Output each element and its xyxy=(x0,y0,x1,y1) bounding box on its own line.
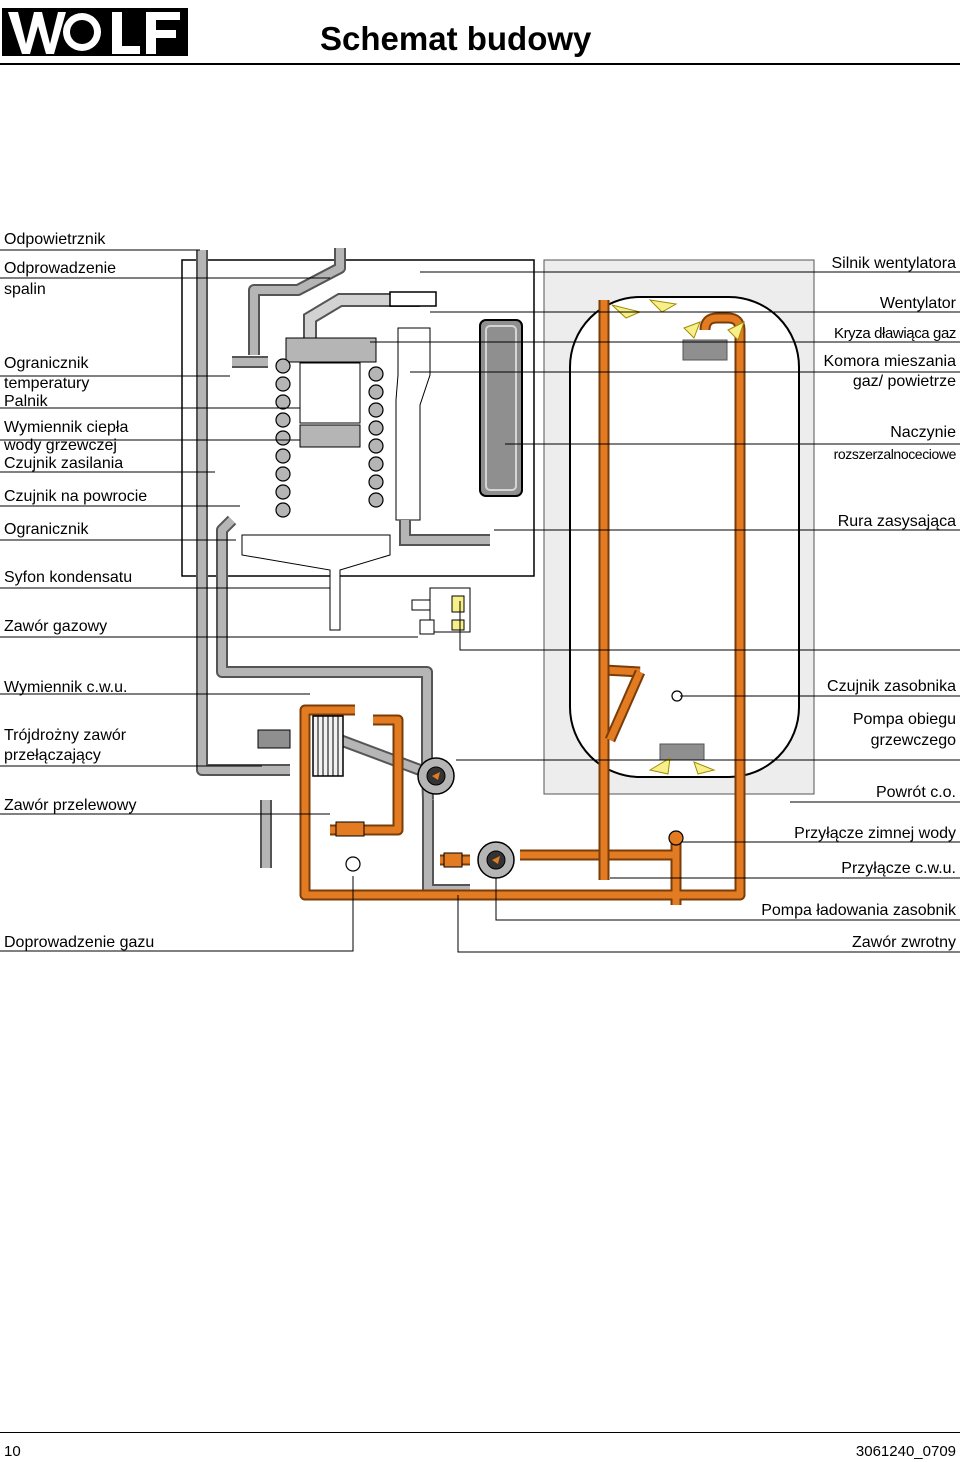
label-pompa-obiegu: Pompa obiegu xyxy=(852,711,956,728)
footer-divider xyxy=(0,1432,960,1433)
label-czujnik-zasobnika: Czujnik zasobnika xyxy=(827,678,956,695)
label-gaz-powietrze: gaz/ powietrze xyxy=(852,373,956,390)
label-wymiennik-cwu: Wymiennik c.w.u. xyxy=(4,679,128,696)
fan xyxy=(389,291,437,307)
condensate-funnel xyxy=(241,534,391,631)
label-przylacze-cwu: Przyłącze c.w.u. xyxy=(841,860,956,877)
label-trojdrozny: Trójdrożny zawór xyxy=(4,727,127,744)
label-czujnik-na-powrocie: Czujnik na powrocie xyxy=(4,488,148,505)
label-ogranicznik-2: Ogranicznik xyxy=(4,521,89,538)
label-palnik: Palnik xyxy=(4,393,48,410)
label-powrot-co: Powrót c.o. xyxy=(875,784,956,801)
label-spalin: spalin xyxy=(4,281,46,298)
label-odpowietrznik: Odpowietrznik xyxy=(4,231,106,248)
check-valve xyxy=(668,830,684,846)
label-doprowadzenie-gazu: Doprowadzenie gazu xyxy=(4,934,155,951)
heating-pump xyxy=(417,757,455,795)
label-zawor-przelewowy: Zawór przelewowy xyxy=(4,797,137,814)
label-zawor-gazowy: Zawór gazowy xyxy=(4,618,108,635)
label-naczynie: Naczynie xyxy=(890,424,956,441)
wolf-logo xyxy=(2,8,188,56)
label-komora-mieszania: Komora mieszania xyxy=(823,353,957,370)
storage-pump xyxy=(477,841,515,879)
label-przylacze-zimnej-wody: Przyłącze zimnej wody xyxy=(794,825,956,842)
label-odprowadzenie: Odprowadzenie xyxy=(4,260,117,277)
label-rozszerzalnosciowe: rozszerzalnoceciowe xyxy=(833,446,957,462)
expansion-vessel xyxy=(479,319,523,497)
burner xyxy=(299,362,361,424)
label-wody-grzewczej: wody grzewczej xyxy=(4,437,117,454)
mixing-chamber xyxy=(395,327,431,521)
label-syfon: Syfon kondensatu xyxy=(4,569,133,586)
label-przelaczajacy: przełączający xyxy=(4,747,101,764)
label-wymiennik-ciepla: Wymiennik ciepła xyxy=(4,419,129,436)
label-kryza: Kryza dławiąca gaz xyxy=(833,325,956,342)
label-zawor-zwrotny: Zawór zwrotny xyxy=(851,934,956,951)
label-temperatury: temperatury xyxy=(4,375,90,392)
page-number: 10 xyxy=(4,1443,21,1460)
three-way-valve xyxy=(257,729,291,749)
heat-exchanger-coils xyxy=(275,358,384,518)
gas-valve xyxy=(411,587,471,635)
label-pompa-ladowania: Pompa ładowania zasobnik xyxy=(761,902,956,919)
label-rura-zasysajaca: Rura zasysająca xyxy=(837,513,956,530)
document-code: 3061240_0709 xyxy=(855,1443,956,1460)
label-ogranicznik-1: Ogranicznik xyxy=(4,355,89,372)
label-wentylator: Wentylator xyxy=(879,295,956,312)
label-czujnik-zasilania: Czujnik zasilania xyxy=(4,455,124,472)
label-silnik-wentylatora: Silnik wentylatora xyxy=(831,255,957,272)
label-grzewczego: grzewczego xyxy=(870,732,956,749)
page-title: Schemat budowy xyxy=(320,20,592,57)
header-divider xyxy=(0,63,960,65)
